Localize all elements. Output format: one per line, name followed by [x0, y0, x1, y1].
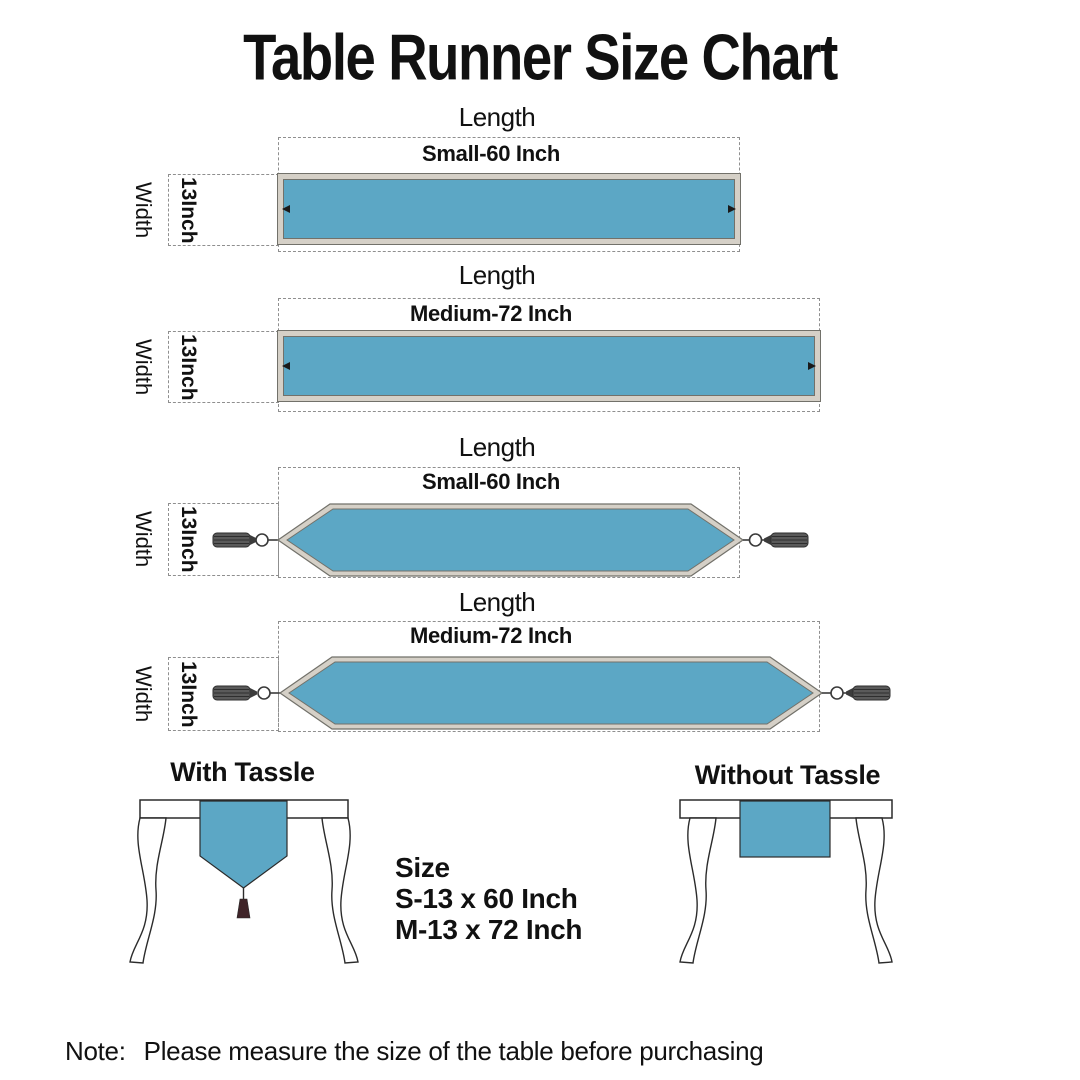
width-label: Width [131, 338, 156, 396]
table-leg [321, 817, 359, 964]
width-label: Width [131, 665, 156, 723]
tassel-icon [764, 532, 809, 548]
runner-size-label: Medium-72 Inch [409, 301, 573, 326]
without-tassle-heading: Without Tassle [694, 760, 881, 790]
table-without-tassle-illustration [679, 799, 893, 964]
hanging-runner-pointed [199, 800, 288, 889]
size-option-medium: M-13 x 72 Inch [395, 914, 583, 945]
runner-size-label: Medium-72 Inch [409, 623, 573, 648]
note: Note: Please measure the size of the tabl… [65, 1036, 764, 1067]
tassel-icon [846, 685, 891, 701]
width-value-label: 13Inch [177, 660, 200, 728]
size-heading: Size [395, 852, 450, 883]
page-title: Table Runner Size Chart [243, 21, 838, 94]
note-label: Note: [65, 1036, 126, 1066]
runner-size-label: Small-60 Inch [422, 469, 560, 494]
tassel-loop-icon [748, 533, 763, 547]
runner-pointed-shape [278, 656, 824, 730]
length-label: Length [458, 102, 536, 132]
arrow-right-icon [728, 205, 736, 213]
pointed-runner-with-tassels-illustration [212, 503, 809, 577]
table-with-tassle-illustration [129, 799, 359, 964]
arrow-left-icon [282, 362, 290, 370]
size-listing: Size S-13 x 60 Inch M-13 x 72 Inch [395, 852, 583, 945]
width-value-label: 13Inch [177, 333, 200, 401]
length-label: Length [458, 432, 536, 462]
runner-pointed-shape [276, 503, 745, 577]
length-label: Length [458, 587, 536, 617]
width-value-label: 13Inch [177, 506, 200, 573]
table-runner-rectangle [278, 174, 740, 244]
size-option-small: S-13 x 60 Inch [395, 883, 578, 914]
width-dimension-box [168, 657, 279, 731]
tassel-loop-icon [255, 533, 269, 547]
runner-size-label: Small-60 Inch [422, 141, 560, 166]
tassel-icon [236, 898, 251, 919]
hanging-runner-flat [739, 800, 831, 858]
width-value-label: 13Inch [177, 176, 200, 244]
length-label: Length [458, 260, 536, 290]
table-leg [855, 817, 893, 964]
with-tassle-heading: With Tassle [170, 757, 315, 787]
tassel-loop-icon [830, 686, 844, 700]
width-label: Width [131, 181, 156, 239]
table-leg [679, 817, 717, 964]
tassel-icon [212, 685, 257, 701]
arrow-left-icon [282, 205, 290, 213]
pointed-runner-with-tassels-illustration [212, 656, 891, 730]
tassel-loop-icon [257, 686, 271, 700]
width-label: Width [131, 511, 156, 568]
table-runner-rectangle [278, 331, 820, 401]
tassel-icon [212, 532, 257, 548]
table-leg [129, 817, 167, 964]
note-text: Please measure the size of the table bef… [143, 1036, 764, 1066]
arrow-right-icon [808, 362, 816, 370]
